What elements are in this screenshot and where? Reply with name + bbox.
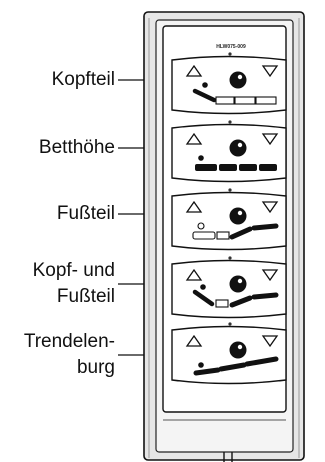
indicator-dial-icon <box>229 139 247 157</box>
bed-position-icon <box>192 284 279 308</box>
button-group-betthoehe[interactable] <box>171 120 287 183</box>
led-indicator <box>228 188 232 192</box>
label-kopf-und-fussteil: Kopf- und Fußteil <box>32 260 115 307</box>
triangle-down-icon[interactable] <box>261 269 279 282</box>
triangle-up-icon[interactable] <box>185 334 203 347</box>
label-betthoehe: Betthöhe <box>38 137 115 158</box>
label-fussteil: Fußteil <box>56 203 115 224</box>
button-group-kopf-und-fussteil[interactable] <box>171 256 287 319</box>
triangle-up-icon[interactable] <box>185 200 203 213</box>
triangle-up-icon[interactable] <box>185 268 203 281</box>
bed-position-icon <box>193 356 279 376</box>
led-indicator <box>228 52 232 56</box>
bed-position-icon <box>195 155 277 171</box>
led-indicator <box>228 120 232 124</box>
model-text: HLW075-009 <box>216 44 246 50</box>
label-kopfteil: Kopfteil <box>51 69 115 90</box>
indicator-dial-icon <box>229 341 247 359</box>
led-indicator <box>228 256 232 260</box>
indicator-dial-icon <box>229 71 247 89</box>
triangle-down-icon[interactable] <box>261 133 279 146</box>
triangle-down-icon[interactable] <box>261 65 279 78</box>
triangle-up-icon[interactable] <box>185 132 203 145</box>
indicator-dial-icon <box>229 275 247 293</box>
bed-position-icon <box>192 82 277 105</box>
button-group-kopfteil[interactable] <box>171 52 287 115</box>
indicator-dial-icon <box>229 207 247 225</box>
bed-position-icon <box>192 222 279 240</box>
triangle-down-icon[interactable] <box>261 335 279 348</box>
label-trendelenburg: Trendelen- burg <box>23 331 115 378</box>
triangle-down-icon[interactable] <box>261 201 279 214</box>
button-group-fussteil[interactable] <box>171 188 287 251</box>
button-group-trendelenburg[interactable] <box>171 322 287 385</box>
led-indicator <box>228 322 232 326</box>
triangle-up-icon[interactable] <box>185 64 203 77</box>
